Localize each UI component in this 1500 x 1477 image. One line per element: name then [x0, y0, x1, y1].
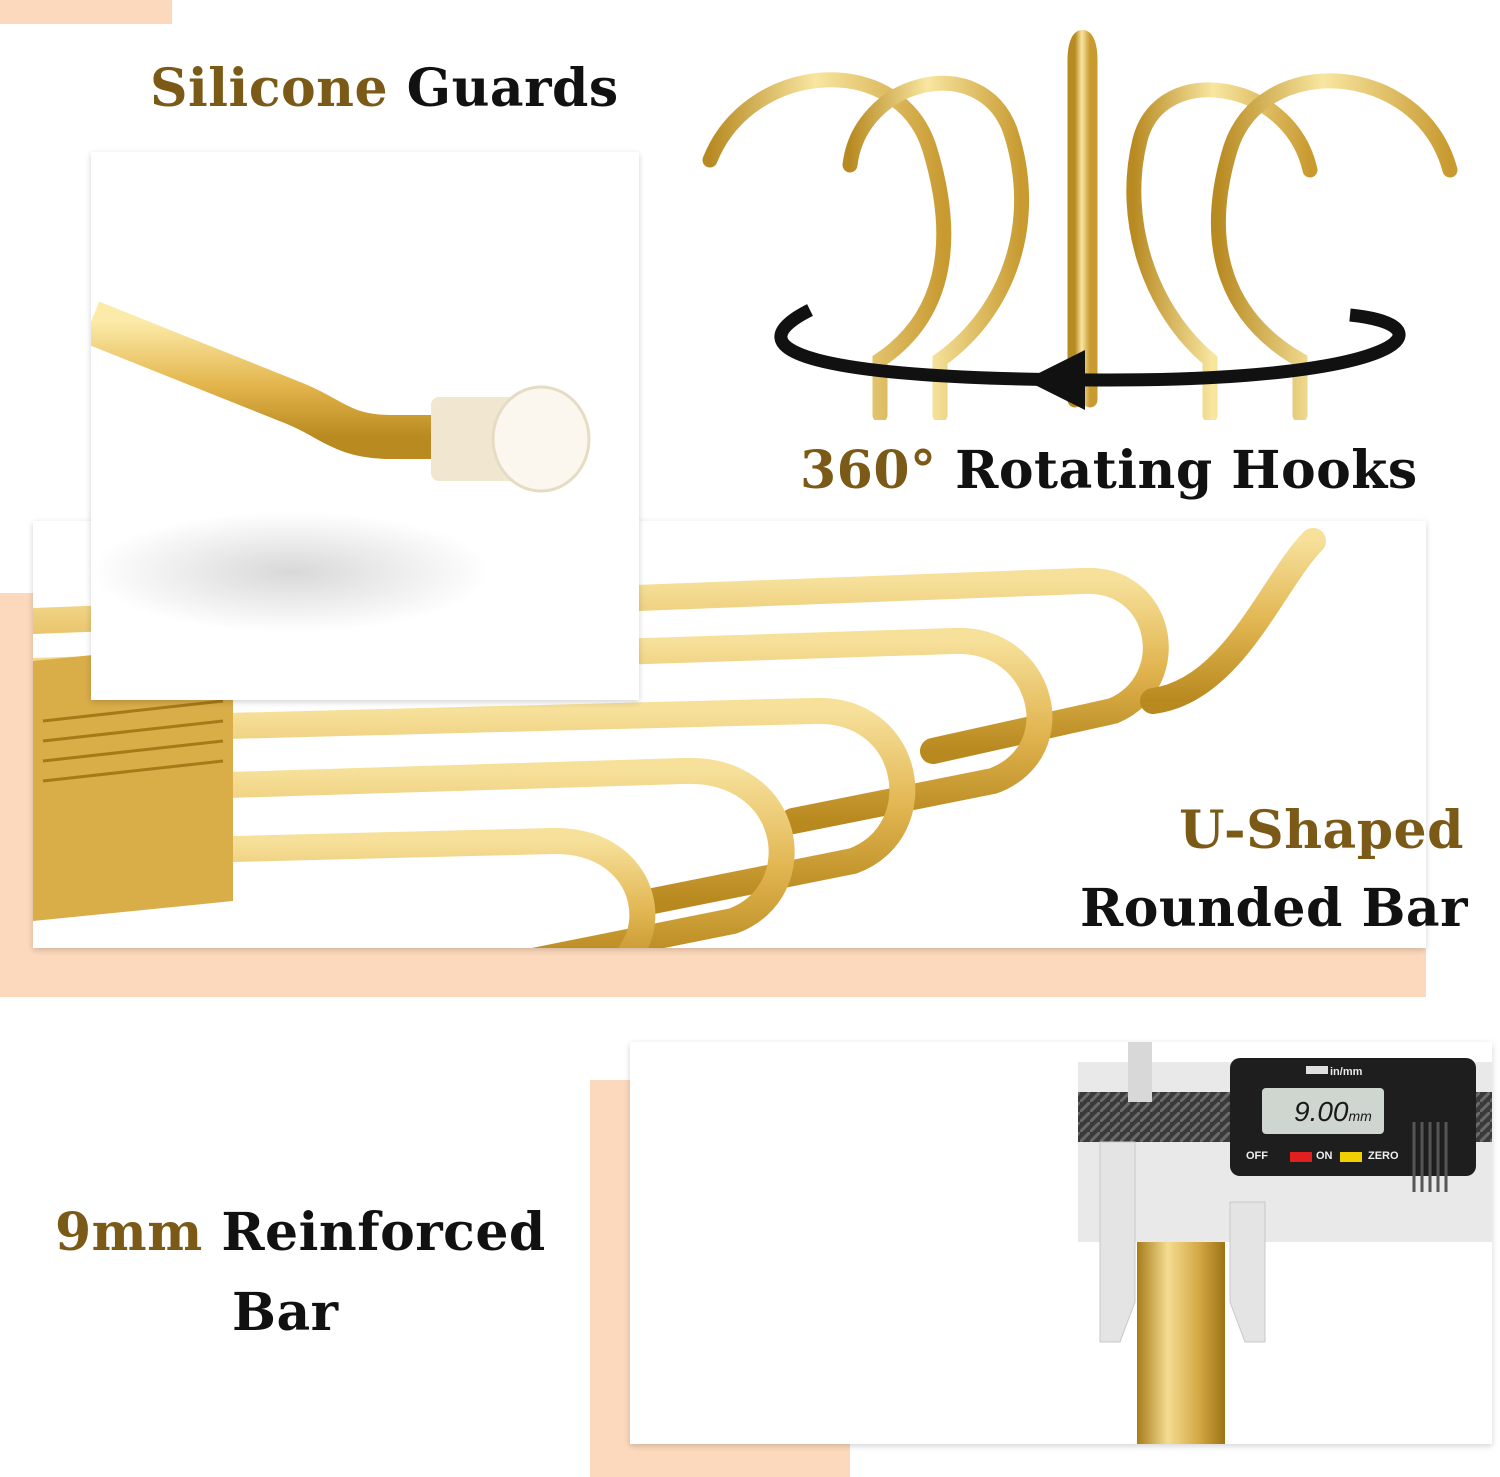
peach-strip-top [0, 0, 172, 24]
reinforced-title-line2: Bar [232, 1282, 339, 1343]
rotating-hooks-title: 360° Rotating Hooks [800, 440, 1418, 501]
ushaped-bar-image [33, 528, 1326, 948]
reinforced-accent-word: 9mm [55, 1202, 203, 1263]
reinforced-title-line1: 9mm Reinforced [55, 1202, 546, 1263]
caliper-off-label: OFF [1246, 1150, 1268, 1162]
silicone-guard-panel [91, 152, 639, 700]
caliper-image [1078, 1042, 1492, 1444]
rotating-accent-word: 360° [800, 440, 937, 501]
caliper-reading: 9.00mm [1294, 1096, 1372, 1128]
silicone-guard-image [91, 301, 591, 632]
caliper-reading-value: 9.00 [1294, 1096, 1349, 1127]
reinforced-rest-word: Reinforced [221, 1202, 546, 1263]
silicone-guards-title: Silicone Guards [150, 58, 619, 119]
caliper-unit-toggle-label: in/mm [1330, 1066, 1363, 1078]
silicone-rest-word: Guards [406, 58, 619, 119]
caliper-zero-label: ZERO [1368, 1150, 1399, 1162]
silicone-accent-word: Silicone [150, 58, 389, 119]
rotating-rest-word: Rotating Hooks [955, 440, 1418, 501]
ushaped-title-line2: Rounded Bar [1080, 878, 1468, 939]
circular-arrow-icon [774, 304, 1406, 410]
ushaped-title-line1: U-Shaped [1179, 800, 1464, 861]
caliper-panel: in/mm 9.00mm OFF ON ZERO [630, 1042, 1492, 1444]
rotating-hooks-image [702, 30, 1458, 420]
caliper-on-label: ON [1316, 1150, 1333, 1162]
caliper-reading-unit: mm [1348, 1108, 1372, 1124]
ushaped-bar-panel [33, 521, 1426, 948]
